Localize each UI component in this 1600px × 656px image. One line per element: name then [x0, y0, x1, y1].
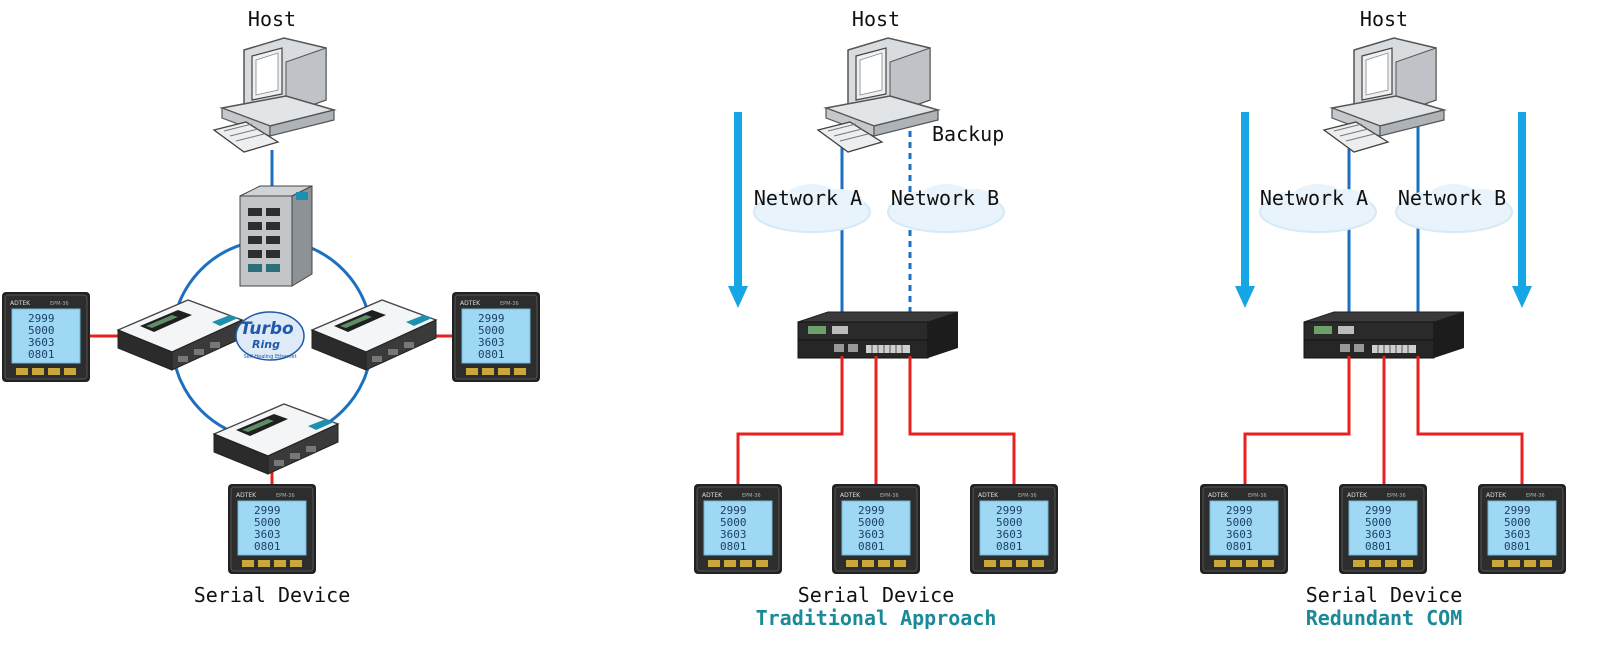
serial-device-meter-middle — [831, 483, 921, 575]
host-label: Host — [248, 7, 296, 31]
redundant-com-diagram: Host Network A Network B Serial Device R… — [1199, 7, 1567, 630]
flow-arrow-right-icon — [1512, 112, 1532, 308]
flow-arrow-icon — [728, 112, 748, 308]
host-computer-icon — [1323, 37, 1445, 153]
host-computer-icon — [213, 37, 335, 153]
serial-server-right-icon — [311, 299, 437, 371]
network-b-label: Network B — [891, 186, 999, 210]
traditional-approach-diagram: Host Backup Network A Network B Serial D… — [693, 7, 1059, 630]
host-label: Host — [1360, 7, 1408, 31]
serial-device-meter-middle — [1338, 483, 1428, 575]
serial-link-left — [736, 356, 844, 486]
svg-text:Self-Healing Ethernet: Self-Healing Ethernet — [243, 354, 296, 360]
network-a-label: Network A — [754, 186, 862, 210]
backup-label: Backup — [932, 122, 1004, 146]
serial-device-meter-left — [1, 291, 91, 383]
turbo-ring-diagram: Turbo Ring Self-Healing Ethernet Host Se… — [1, 7, 541, 607]
flow-arrow-left-icon — [1235, 112, 1255, 308]
rack-serial-server-icon — [797, 311, 959, 359]
network-a-label: Network A — [1260, 186, 1368, 210]
serial-device-meter-right — [1477, 483, 1567, 575]
serial-link-left — [1243, 356, 1351, 486]
serial-link-right — [908, 356, 1016, 486]
host-label: Host — [852, 7, 900, 31]
serial-device-meter-bottom — [227, 483, 317, 575]
serial-device-meter-right — [969, 483, 1059, 575]
serial-device-label: Serial Device — [798, 583, 955, 607]
network-b-label: Network B — [1398, 186, 1506, 210]
serial-device-meter-right — [451, 291, 541, 383]
host-computer-icon — [817, 37, 939, 153]
serial-device-label: Serial Device — [1306, 583, 1463, 607]
ethernet-switch-icon — [239, 185, 313, 287]
serial-link-right — [1416, 356, 1524, 486]
serial-server-left-icon — [117, 299, 243, 371]
serial-server-bottom-icon — [213, 403, 339, 475]
serial-device-meter-left — [693, 483, 783, 575]
turbo-ring-logo: Turbo Ring Self-Healing Ethernet — [235, 311, 305, 361]
serial-device-label: Serial Device — [194, 583, 351, 607]
svg-text:Turbo: Turbo — [240, 319, 294, 339]
serial-device-meter-left — [1199, 483, 1289, 575]
caption-traditional-approach: Traditional Approach — [756, 606, 997, 630]
caption-redundant-com: Redundant COM — [1306, 606, 1463, 630]
svg-text:Ring: Ring — [252, 338, 280, 351]
rack-serial-server-icon — [1303, 311, 1465, 359]
